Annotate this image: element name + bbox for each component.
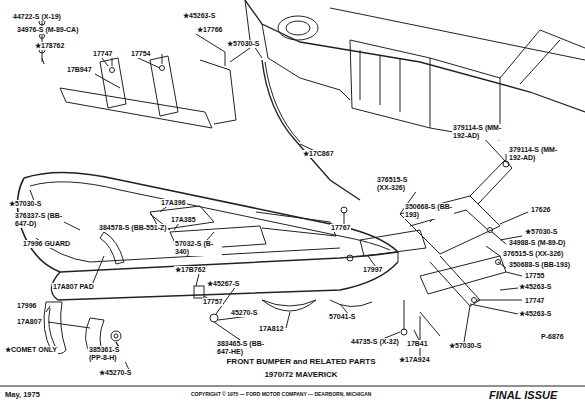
callout-number: 376515-S (XX-326) — [502, 250, 564, 258]
callout-number: 17747 — [92, 50, 113, 58]
callout-number: ★57030-S — [524, 228, 558, 236]
callout-number: ★57030-S — [448, 342, 482, 350]
callout-number: 350668-S (BB-193) — [404, 203, 454, 219]
callout-number: 376515-S (XX-326) — [376, 176, 424, 192]
callout-number: ★17B762 — [174, 266, 207, 274]
callout-number: 17A812 — [258, 325, 285, 333]
callout-number: 17B947 — [66, 66, 93, 74]
callout-number: 57041-S — [328, 313, 356, 321]
callout-number: 17A807 PAD — [52, 283, 95, 291]
callout-number: ★57030-S — [8, 200, 42, 208]
callout-number: 17754 — [130, 50, 151, 58]
callout-number: 17767 — [330, 224, 351, 232]
diagram-title: FRONT BUMPER and RELATED PARTS — [200, 358, 402, 366]
footer-text: May, 1975 — [4, 391, 41, 400]
footer-text: COPYRIGHT © 1975 — FORD MOTOR COMPANY — … — [190, 391, 372, 397]
callout-number: 384578-S (BB-551-Z) — [98, 224, 168, 232]
callout-number: 17A385 — [170, 216, 197, 224]
callout-number: 34988-S (M-89-D) — [508, 239, 566, 247]
callout-number: ★45267-S — [206, 280, 240, 288]
callout-number: 45270-S — [230, 309, 258, 317]
footer-text: 1970/72 MAVERICK — [225, 370, 377, 379]
callout-number: 17A807 — [16, 318, 43, 326]
callout-number: 17757 — [202, 298, 223, 306]
callout-number: 350688-S (BB-193) — [508, 261, 571, 269]
callout-number: ★45263-S — [518, 283, 552, 291]
callout-number: 383465-S (BB-647-HE) — [216, 340, 268, 356]
callout-number: 34976-S (M-89-CA) — [16, 26, 79, 34]
callout-number: ★COMET ONLY — [4, 346, 58, 354]
callout-number: 17747 — [524, 297, 545, 305]
footer-text: FINAL ISSUE — [488, 389, 558, 401]
callout-number: 57032-S (B-340) — [174, 240, 222, 256]
callout-number: 44735-S (X-32) — [350, 338, 400, 346]
callout-number: 379114-S (MM-192-AD) — [452, 124, 506, 140]
callout-number: ★17766 — [196, 26, 223, 34]
callout-number: ★17C867 — [302, 150, 335, 158]
callout-number: ★57030-S — [226, 40, 260, 48]
callout-number: 385361-S (PP-8-H) — [88, 346, 136, 362]
callout-number: 17996 — [16, 302, 37, 310]
callout-number: 379114-S (MM-192-AD) — [508, 146, 562, 162]
callout-number: 17996 GUARD — [22, 240, 71, 248]
callout-number: 17B41 — [406, 340, 429, 348]
callout-number: 17997 — [362, 266, 383, 274]
callout-number: 376337-S (BB-647-D) — [14, 212, 64, 228]
callout-number: ★178762 — [34, 42, 65, 50]
callout-number: 17755 — [524, 272, 545, 280]
callout-number: P-6876 — [540, 333, 565, 341]
callout-number: 17A396 — [160, 199, 187, 207]
callout-number: ★45270-S — [98, 369, 132, 377]
callout-number: ★17A924 — [398, 356, 431, 364]
callout-number: ★45263-S — [182, 12, 216, 20]
callout-number: 17626 — [530, 206, 551, 214]
callout-number: 44722-S (X-19) — [12, 13, 62, 21]
callout-number: ★45263-S — [518, 310, 552, 318]
